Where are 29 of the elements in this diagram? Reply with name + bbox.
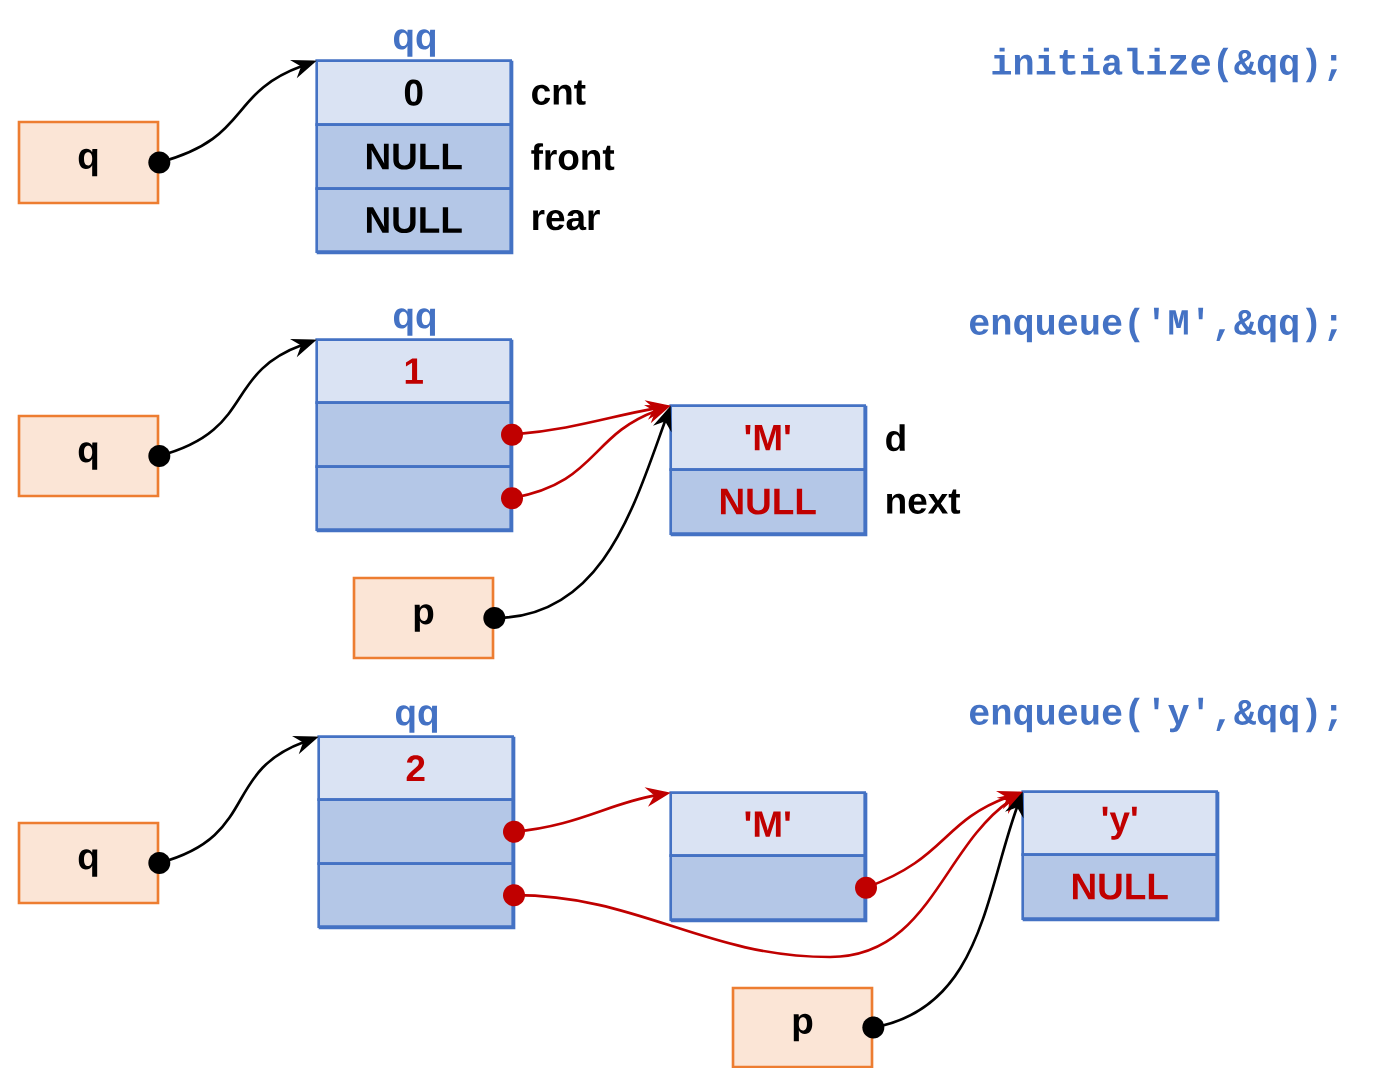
node-label: front — [531, 143, 615, 171]
code-statement: enqueue('M',&qq); — [970, 307, 1338, 343]
node-label: d — [886, 424, 905, 452]
field-cell: 1 — [315, 338, 512, 404]
field-cell — [315, 401, 512, 468]
node-label: cnt — [532, 80, 586, 105]
field-cell — [315, 465, 512, 531]
node-label: qq — [393, 29, 436, 57]
field-cell: NULL — [1021, 853, 1218, 920]
node-label: qq — [395, 705, 438, 733]
field-cell: 'y' — [1021, 790, 1218, 856]
code-statement: enqueue('y',&qq); — [970, 697, 1338, 733]
node-label: rear — [533, 210, 600, 231]
pointer-box: p — [352, 576, 495, 660]
field-cell: NULL rear — [315, 187, 600, 253]
node-label: next — [887, 489, 961, 514]
pointer-box: q — [17, 821, 160, 905]
code-statement: initialize(&qq); — [992, 47, 1338, 83]
field-cell: 'M' d — [669, 404, 905, 471]
field-cell: NULL next — [669, 468, 961, 535]
pointer-box: q — [17, 120, 160, 205]
node-label: qq — [393, 308, 436, 336]
field-cell: 0 cnt — [315, 59, 586, 126]
field-cell: NULL front — [315, 123, 615, 190]
field-cell — [317, 798, 514, 865]
field-cell: 2 — [317, 735, 514, 801]
field-cell — [317, 862, 514, 928]
pointer-box: q — [17, 414, 160, 498]
pointer-box: p — [731, 986, 874, 1068]
